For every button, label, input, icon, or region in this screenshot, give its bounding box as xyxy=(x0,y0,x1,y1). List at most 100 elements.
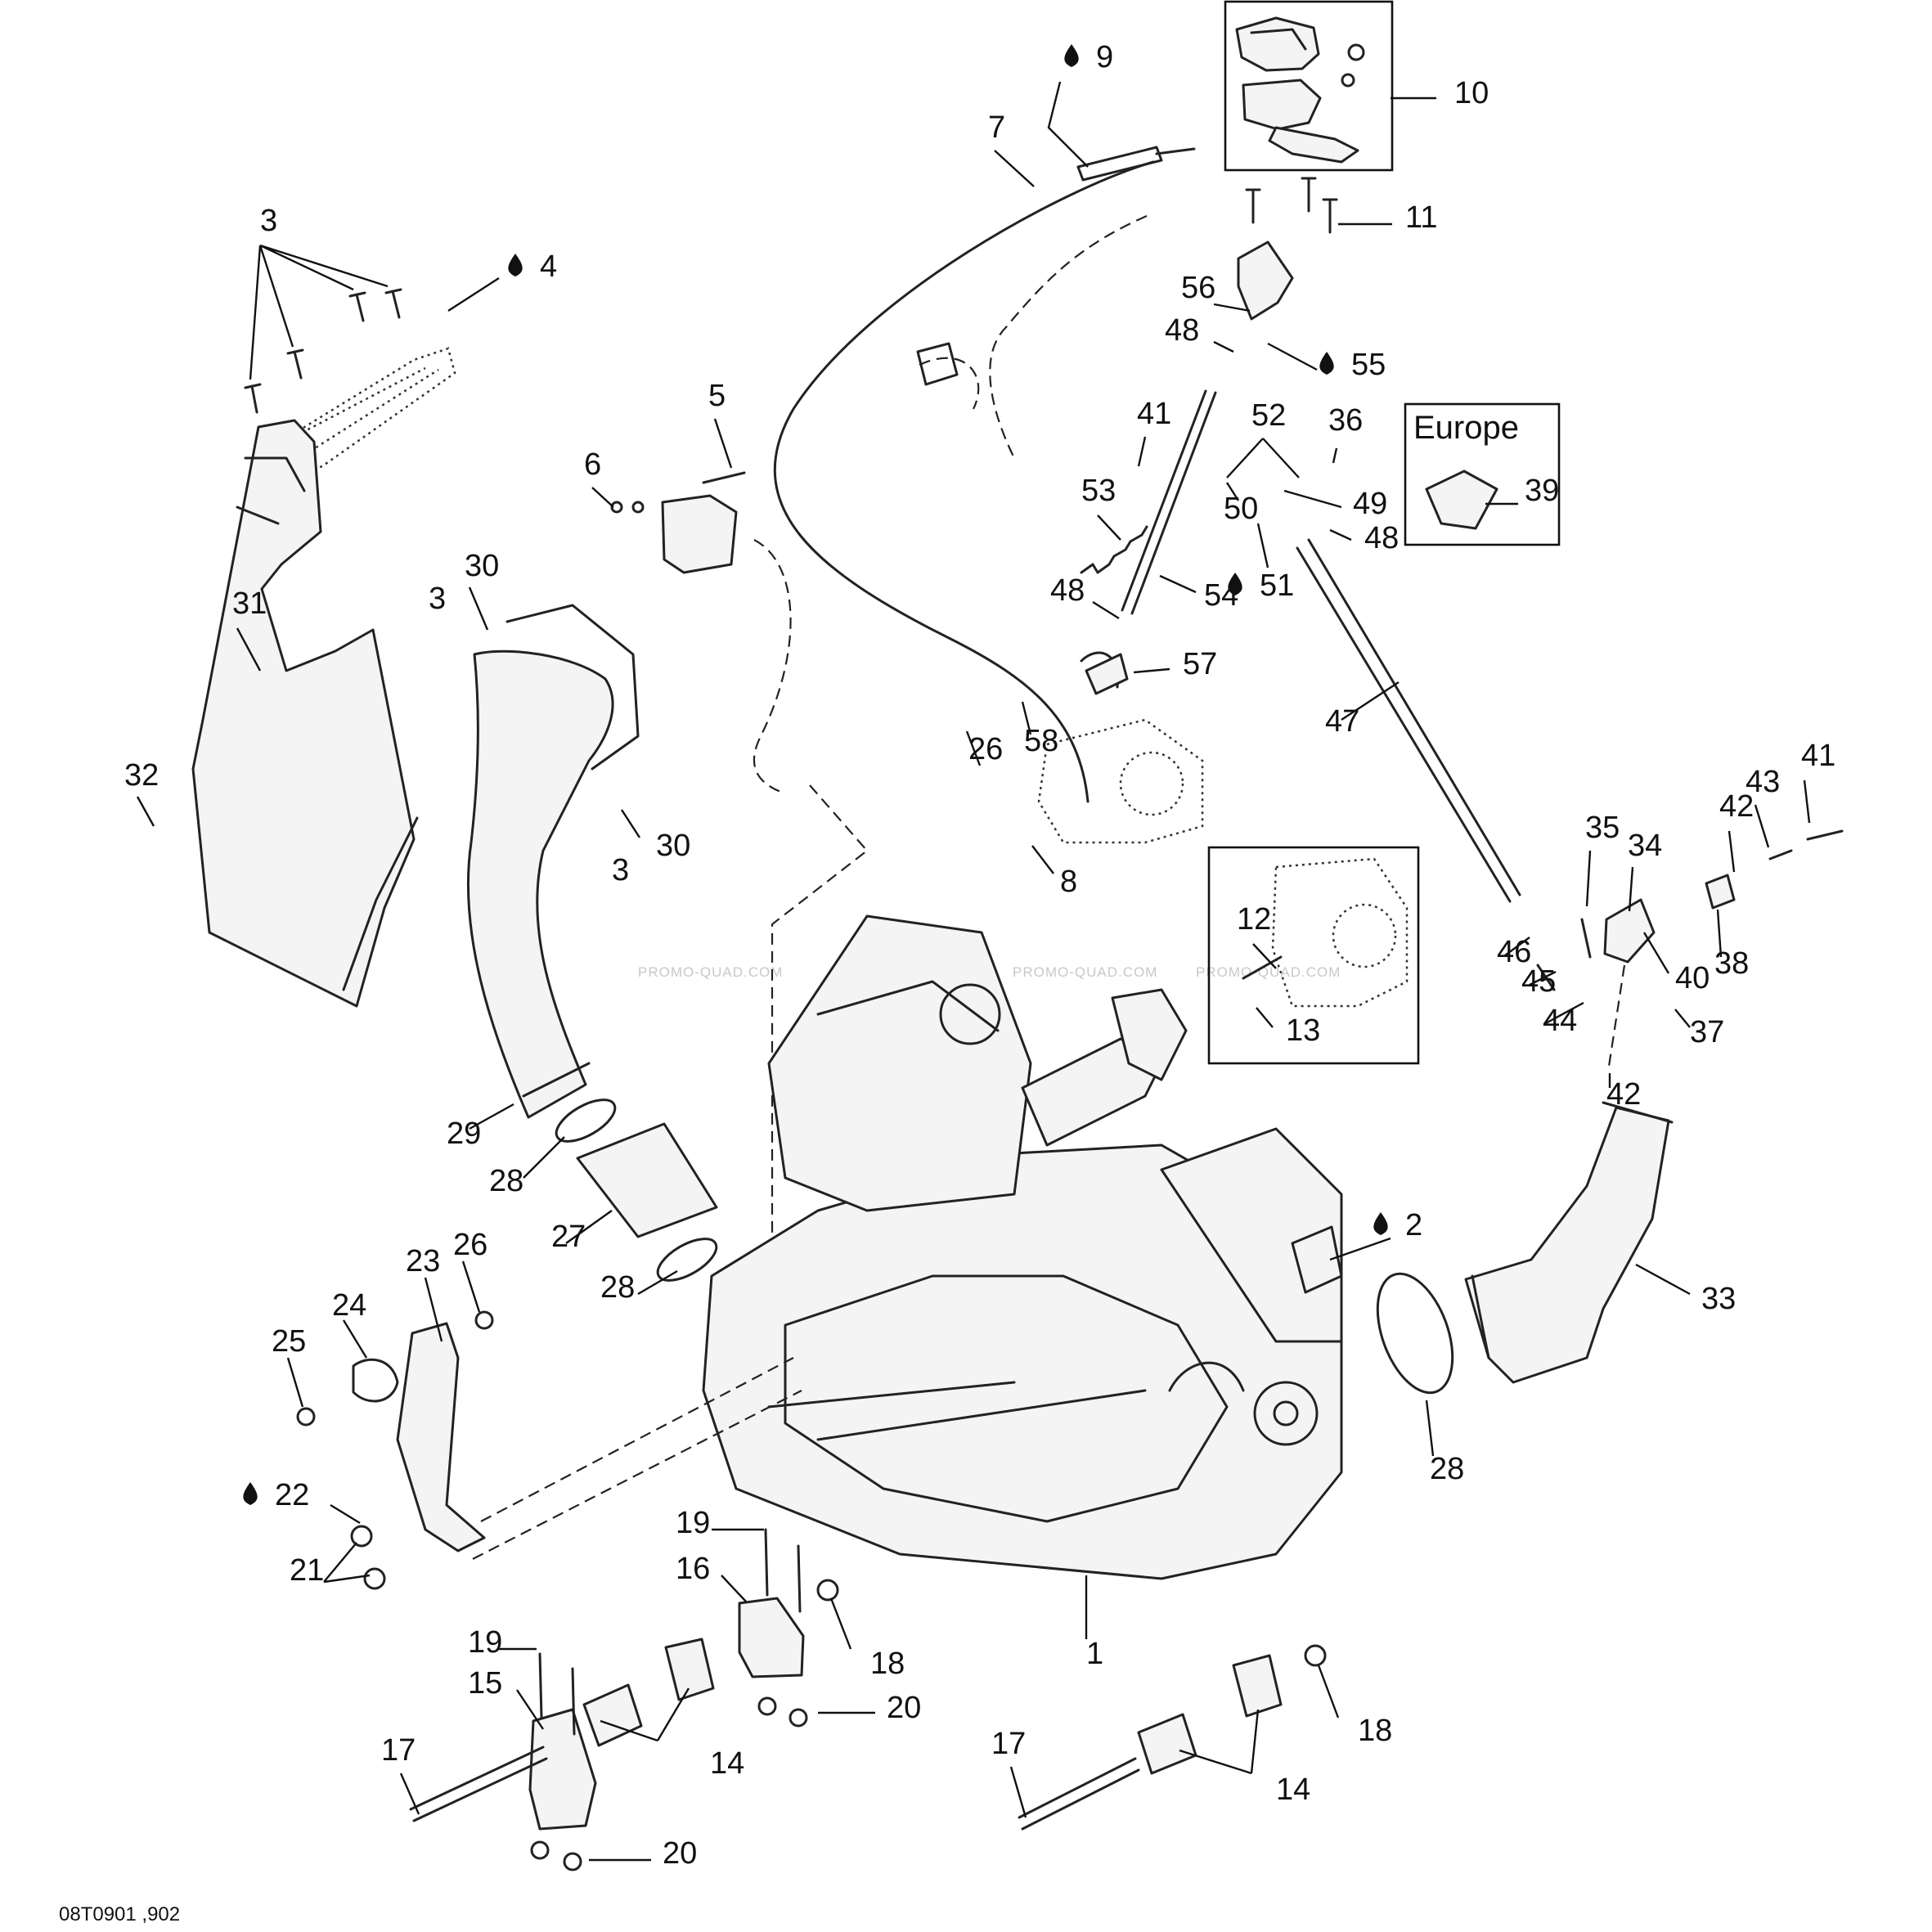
callout-c43: 43 xyxy=(1746,765,1780,799)
callout-label: 16 xyxy=(676,1552,710,1586)
callout-label: 8 xyxy=(1060,865,1077,899)
callout-label: 10 xyxy=(1454,76,1489,110)
drop-icon xyxy=(508,254,523,276)
callout-c33: 33 xyxy=(1701,1282,1736,1316)
callout-label: 23 xyxy=(406,1244,440,1278)
callout-label: 1 xyxy=(1086,1637,1103,1671)
callout-label: 39 xyxy=(1525,474,1559,508)
callout-c2: 2 xyxy=(1373,1208,1422,1242)
callout-c53: 53 xyxy=(1081,474,1116,508)
mount-guide-line-1 xyxy=(480,1357,794,1522)
spring-53 xyxy=(1080,525,1148,574)
callout-label: 52 xyxy=(1251,398,1286,433)
callout-c22: 22 xyxy=(243,1478,309,1512)
callout-label: 14 xyxy=(1276,1772,1310,1807)
callout-label: 30 xyxy=(465,549,499,583)
callout-label: 32 xyxy=(124,758,159,793)
callout-label: 14 xyxy=(710,1746,744,1781)
linkage-34-45 xyxy=(1536,829,1844,1072)
callout-label: 20 xyxy=(887,1691,921,1725)
air-duct-33 xyxy=(1464,1101,1674,1384)
diagram-footer-code: 08T0901 ,902 xyxy=(59,1903,180,1925)
callout-c20b: 20 xyxy=(663,1836,697,1871)
drop-icon xyxy=(1228,573,1242,595)
callout-label: 58 xyxy=(1024,724,1058,758)
callout-label: 56 xyxy=(1181,271,1215,305)
drop-icon xyxy=(1373,1212,1388,1235)
bolt-set-bottom xyxy=(296,1310,1327,1871)
callout-label: 19 xyxy=(676,1506,710,1540)
callout-c19b: 19 xyxy=(468,1625,502,1660)
callout-label: 41 xyxy=(1801,739,1835,773)
callout-label: 21 xyxy=(290,1553,324,1588)
callout-c57: 57 xyxy=(1183,647,1217,681)
clamp-28-b xyxy=(656,1238,718,1282)
callout-label: 36 xyxy=(1328,403,1363,438)
clamp-28-a xyxy=(555,1099,617,1143)
callout-label: 15 xyxy=(468,1666,502,1701)
callout-label: 47 xyxy=(1325,704,1359,739)
callout-c42a: 42 xyxy=(1719,789,1754,824)
callout-c16: 16 xyxy=(676,1552,710,1586)
callout-c48b: 48 xyxy=(1364,521,1399,555)
callout-label: 13 xyxy=(1286,1013,1320,1048)
callout-label: 38 xyxy=(1714,946,1749,981)
rubber-mount-14-right xyxy=(1018,1654,1283,1831)
callout-label: 34 xyxy=(1628,829,1662,863)
callout-label: 44 xyxy=(1543,1004,1577,1038)
callout-label: 31 xyxy=(232,586,267,621)
guard-plate-31 xyxy=(191,419,419,1008)
callout-label: 18 xyxy=(870,1647,905,1681)
callout-c10: 10 xyxy=(1454,76,1489,110)
bolt-set-3-top xyxy=(244,288,402,414)
callout-label: 49 xyxy=(1353,487,1387,521)
callout-c13: 13 xyxy=(1286,1013,1320,1048)
callout-label: 57 xyxy=(1183,647,1217,681)
callout-c46: 46 xyxy=(1497,935,1531,969)
leader-lines xyxy=(136,81,1811,1862)
callout-c27: 27 xyxy=(551,1220,586,1254)
callout-c48a: 48 xyxy=(1165,313,1199,348)
callout-label: 17 xyxy=(381,1733,416,1768)
callout-c42b: 42 xyxy=(1606,1077,1641,1112)
callout-label: 28 xyxy=(1430,1452,1464,1486)
mount-guide-line-2 xyxy=(472,1390,802,1560)
callout-c32: 32 xyxy=(124,758,159,793)
callout-label: 42 xyxy=(1719,789,1754,824)
callout-c54: 54 xyxy=(1204,578,1238,613)
heat-shield-4 xyxy=(268,347,456,478)
callout-c37: 37 xyxy=(1690,1015,1724,1049)
callout-label: 37 xyxy=(1690,1015,1724,1049)
callout-label: 46 xyxy=(1497,935,1531,969)
fitting-57 xyxy=(1085,653,1129,695)
callout-label: 48 xyxy=(1165,313,1199,348)
callout-label: 12 xyxy=(1237,902,1271,937)
callout-c48c: 48 xyxy=(1050,573,1085,608)
callout-label: 27 xyxy=(551,1220,586,1254)
rubber-mount-14-left xyxy=(582,1638,715,1747)
callout-c41b: 41 xyxy=(1801,739,1835,773)
mount-bracket-23 xyxy=(352,1322,486,1552)
callout-label: 50 xyxy=(1224,492,1258,526)
callout-label: 26 xyxy=(968,732,1003,766)
throttle-body-inset-box xyxy=(1207,846,1420,1065)
callout-c21: 21 xyxy=(290,1553,324,1588)
callout-c8: 8 xyxy=(1060,865,1077,899)
callout-label: 3 xyxy=(612,853,629,887)
callout-c3c: 3 xyxy=(612,853,629,887)
rod-47 xyxy=(1296,538,1521,903)
callout-c28a: 28 xyxy=(489,1164,523,1198)
callout-c51: 51 xyxy=(1228,568,1294,603)
callout-label: 9 xyxy=(1096,40,1113,74)
callout-c11: 11 xyxy=(1405,200,1437,235)
throttle-lever-inset-box xyxy=(1224,0,1394,172)
drop-icon xyxy=(1064,44,1079,67)
throttle-cable xyxy=(773,146,1196,803)
callout-c49: 49 xyxy=(1353,487,1387,521)
callout-c44: 44 xyxy=(1543,1004,1577,1038)
callout-c6: 6 xyxy=(584,447,601,482)
callout-c38: 38 xyxy=(1714,946,1749,981)
callout-c18b: 18 xyxy=(1358,1714,1392,1748)
mount-bracket-16 xyxy=(738,1597,805,1678)
